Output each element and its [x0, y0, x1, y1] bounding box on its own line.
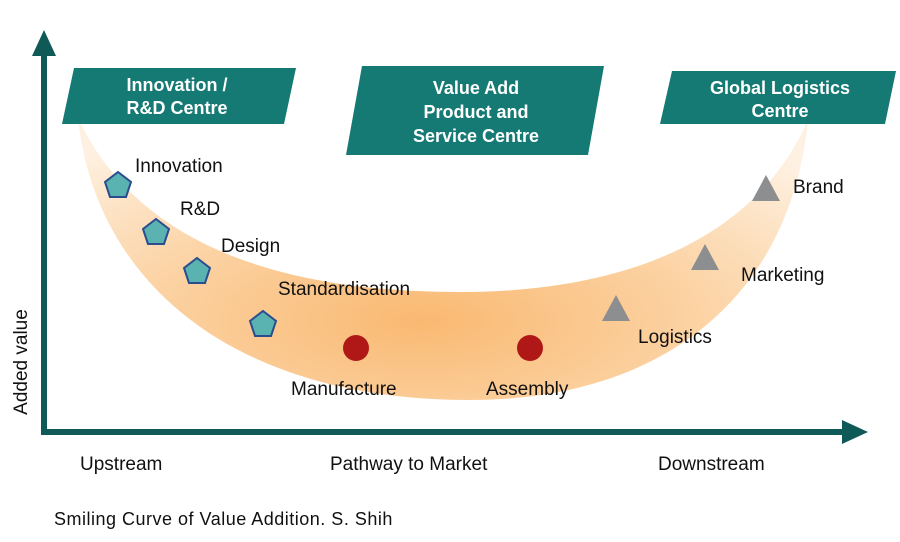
banner-shape: [62, 68, 296, 124]
y-axis-label: Added value: [11, 309, 32, 415]
point-labels: Innovation R&D Design Standardisation Ma…: [135, 156, 844, 400]
banner-right-line-2: Centre: [751, 101, 808, 121]
label-logistics: Logistics: [638, 327, 712, 348]
circle-icon: [517, 335, 543, 361]
banner-shape: [660, 71, 896, 124]
axes: [32, 30, 868, 444]
label-marketing: Marketing: [741, 265, 824, 286]
pentagon-icon: [248, 309, 278, 337]
banner-value-add: Value Add Product and Service Centre: [346, 66, 604, 155]
label-innovation: Innovation: [135, 156, 223, 177]
label-rd: R&D: [180, 199, 220, 220]
banner-middle-line-1: Value Add: [433, 78, 519, 98]
y-axis-arrowhead: [32, 30, 56, 56]
banner-global-logistics: Global Logistics Centre: [660, 71, 896, 124]
circle-icon: [343, 335, 369, 361]
banner-innovation-rd: Innovation / R&D Centre: [62, 68, 296, 124]
banner-shape: [346, 66, 604, 155]
x-label-upstream: Upstream: [80, 454, 162, 475]
figure-caption: Smiling Curve of Value Addition. S. Shih: [54, 509, 393, 529]
pentagon-icon: [141, 217, 171, 245]
banner-middle-line-3: Service Centre: [413, 126, 539, 146]
downstream-markers: [602, 175, 780, 321]
label-design: Design: [221, 236, 280, 257]
x-axis-arrowhead: [842, 420, 868, 444]
banner-right-line-1: Global Logistics: [710, 78, 850, 98]
banner-left-line-1: Innovation /: [127, 75, 228, 95]
midstream-markers: [343, 335, 543, 361]
triangle-icon: [691, 244, 719, 270]
triangle-icon: [752, 175, 780, 201]
label-assembly: Assembly: [486, 379, 569, 400]
pentagon-icon: [103, 170, 133, 198]
banner-middle-line-2: Product and: [423, 102, 528, 122]
x-label-downstream: Downstream: [658, 454, 765, 475]
x-label-pathway: Pathway to Market: [330, 454, 488, 475]
label-manufacture: Manufacture: [291, 379, 397, 400]
upstream-markers: [103, 170, 278, 337]
label-standardisation: Standardisation: [278, 279, 410, 300]
triangle-icon: [602, 295, 630, 321]
banner-left-line-2: R&D Centre: [126, 98, 227, 118]
label-brand: Brand: [793, 177, 844, 198]
pentagon-icon: [182, 256, 212, 284]
